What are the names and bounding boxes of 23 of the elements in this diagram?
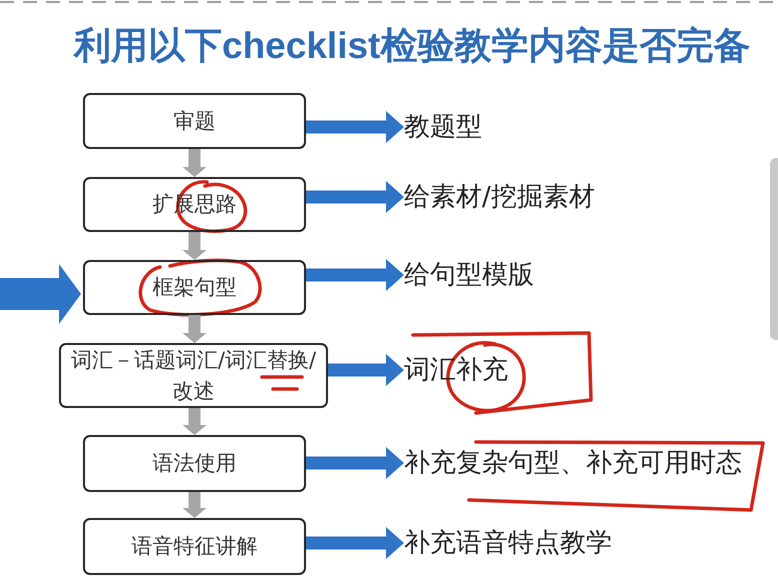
arrow	[0, 264, 81, 324]
arrow	[182, 232, 206, 260]
title: 利用以下checklist检验教学内容是否完备	[74, 24, 750, 68]
process-box: 语音特征讲解	[83, 518, 306, 575]
process-box: 审题	[83, 93, 306, 149]
arrow	[306, 259, 404, 291]
arrow	[306, 181, 404, 213]
process-box: 词汇－话题词汇/词汇替换/改述	[59, 343, 328, 408]
arrow	[182, 492, 206, 518]
description-text: 补充语音特点教学	[404, 526, 612, 560]
arrow	[182, 408, 206, 435]
description-text: 给句型模版	[404, 258, 534, 292]
description-text: 教题型	[404, 110, 482, 144]
description-text: 给素材/挖掘素材	[404, 180, 595, 214]
process-box: 语法使用	[83, 435, 306, 492]
arrow	[182, 149, 206, 177]
process-box: 框架句型	[83, 260, 306, 315]
description-text: 补充复杂句型、补充可用时态	[404, 446, 742, 480]
arrow	[306, 111, 404, 143]
arrow	[306, 447, 404, 479]
arrow	[182, 315, 206, 343]
arrow	[306, 527, 404, 559]
arrow	[328, 354, 404, 386]
